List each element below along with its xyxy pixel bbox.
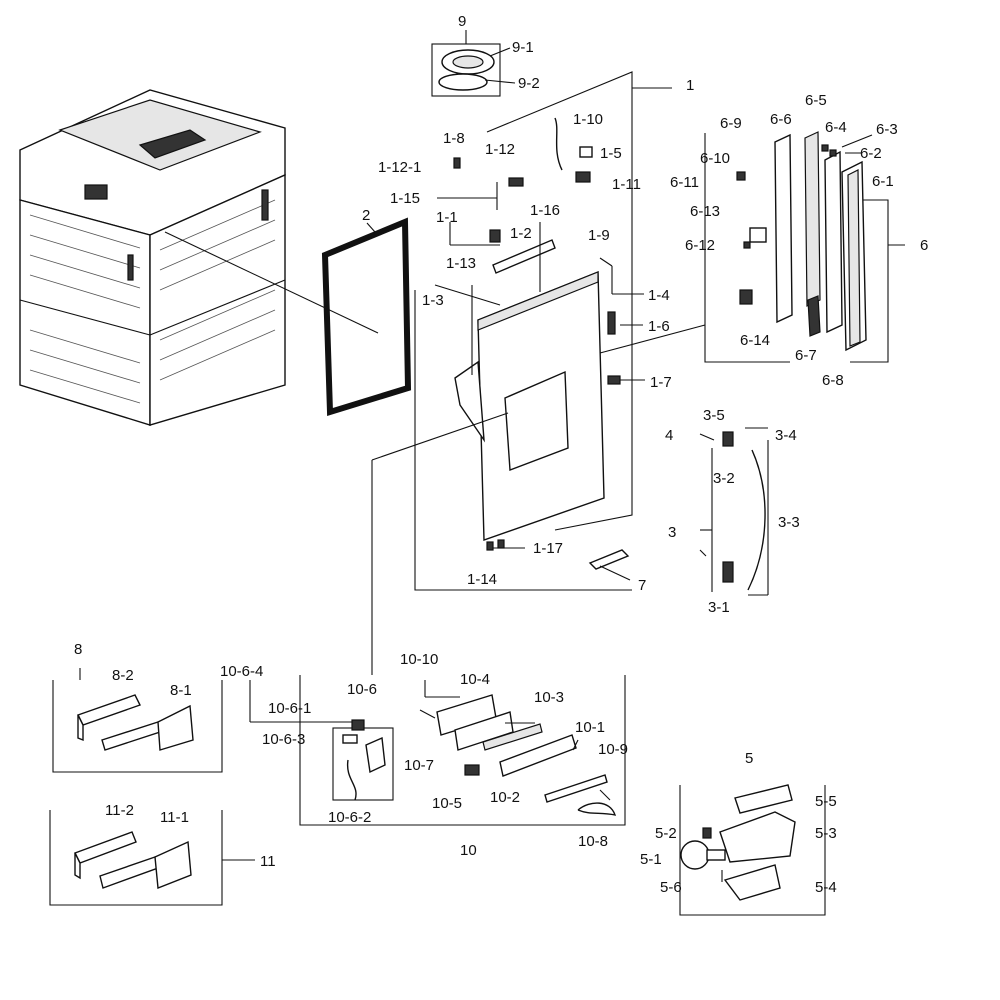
label-10-6-1: 10-6-1 — [268, 700, 311, 717]
label-10-6-3: 10-6-3 — [262, 731, 305, 748]
label-6-11: 6-11 — [670, 174, 699, 191]
label-10-6-2: 10-6-2 — [328, 809, 371, 826]
label-1-3: 1-3 — [422, 292, 444, 309]
label-1-9: 1-9 — [588, 227, 610, 244]
label-11: 11 — [260, 853, 276, 870]
label-5-6: 5-6 — [660, 879, 682, 896]
cabinet-illustration — [19, 89, 286, 426]
part-9-illustration — [431, 30, 516, 97]
label-10-5: 10-5 — [432, 795, 462, 812]
label-6-4: 6-4 — [825, 119, 847, 136]
label-6-10: 6-10 — [700, 150, 730, 167]
label-8: 8 — [74, 641, 82, 658]
label-9: 9 — [458, 13, 466, 30]
label-8-2: 8-2 — [112, 667, 134, 684]
label-1-14: 1-14 — [467, 571, 497, 588]
label-3-4: 3-4 — [775, 427, 797, 444]
part-11-illustration — [49, 810, 255, 906]
label-4: 4 — [665, 427, 673, 444]
label-1: 1 — [686, 77, 694, 94]
label-1-13: 1-13 — [446, 255, 476, 272]
label-6-3: 6-3 — [876, 121, 898, 138]
label-6-5: 6-5 — [805, 92, 827, 109]
label-1-7: 1-7 — [650, 374, 672, 391]
part-5-illustration — [679, 784, 826, 916]
label-10-6-4: 10-6-4 — [220, 663, 263, 680]
label-1-8: 1-8 — [443, 130, 465, 147]
label-3: 3 — [668, 524, 676, 541]
label-9-2: 9-2 — [518, 75, 540, 92]
label-1-2: 1-2 — [510, 225, 532, 242]
label-9-1: 9-1 — [512, 39, 534, 56]
label-10-8: 10-8 — [578, 833, 608, 850]
label-6-8: 6-8 — [822, 372, 844, 389]
part-3-illustration — [699, 427, 769, 596]
label-3-3: 3-3 — [778, 514, 800, 531]
label-1-6: 1-6 — [648, 318, 670, 335]
label-3-5: 3-5 — [703, 407, 725, 424]
label-1-12-1: 1-12-1 — [378, 159, 421, 176]
label-1-15: 1-15 — [390, 190, 420, 207]
door-assembly-illustration — [371, 71, 706, 591]
label-5-5: 5-5 — [815, 793, 837, 810]
label-1-12: 1-12 — [485, 141, 515, 158]
part-10-illustration — [249, 460, 626, 826]
label-1-10: 1-10 — [573, 111, 603, 128]
label-5-2: 5-2 — [655, 825, 677, 842]
label-3-2: 3-2 — [713, 470, 735, 487]
label-11-1: 11-1 — [160, 809, 189, 826]
label-1-4: 1-4 — [648, 287, 670, 304]
label-6: 6 — [920, 237, 928, 254]
label-10: 10 — [460, 842, 477, 859]
label-10-7: 10-7 — [404, 757, 434, 774]
label-8-1: 8-1 — [170, 682, 192, 699]
label-3-1: 3-1 — [708, 599, 730, 616]
door-gasket-illustration — [164, 217, 412, 417]
label-5-4: 5-4 — [815, 879, 837, 896]
label-7: 7 — [638, 577, 646, 594]
label-10-1: 10-1 — [575, 719, 605, 736]
part-7-illustration — [588, 549, 631, 581]
label-10-6: 10-6 — [347, 681, 377, 698]
label-1-11: 1-11 — [612, 176, 641, 193]
label-6-1: 6-1 — [872, 173, 894, 190]
part-8-illustration — [52, 668, 223, 773]
label-6-12: 6-12 — [685, 237, 715, 254]
label-6-7: 6-7 — [795, 347, 817, 364]
label-1-5: 1-5 — [600, 145, 622, 162]
label-1-1: 1-1 — [436, 209, 458, 226]
label-6-9: 6-9 — [720, 115, 742, 132]
label-10-4: 10-4 — [460, 671, 490, 688]
label-5-1: 5-1 — [640, 851, 662, 868]
label-6-6: 6-6 — [770, 111, 792, 128]
label-10-9: 10-9 — [598, 741, 628, 758]
label-1-16: 1-16 — [530, 202, 560, 219]
label-6-14: 6-14 — [740, 332, 770, 349]
label-1-17: 1-17 — [533, 540, 563, 557]
label-11-2: 11-2 — [105, 802, 134, 819]
label-2: 2 — [362, 207, 370, 224]
label-6-13: 6-13 — [690, 203, 720, 220]
label-5: 5 — [745, 750, 753, 767]
label-10-2: 10-2 — [490, 789, 520, 806]
label-5-3: 5-3 — [815, 825, 837, 842]
label-10-10: 10-10 — [400, 651, 438, 668]
label-10-3: 10-3 — [534, 689, 564, 706]
part-6-illustration — [704, 131, 905, 363]
label-6-2: 6-2 — [860, 145, 882, 162]
callout-labels: 9 9-1 9-2 1 1-8 1-10 1-12 1-5 1-12-1 1-1… — [74, 13, 928, 896]
